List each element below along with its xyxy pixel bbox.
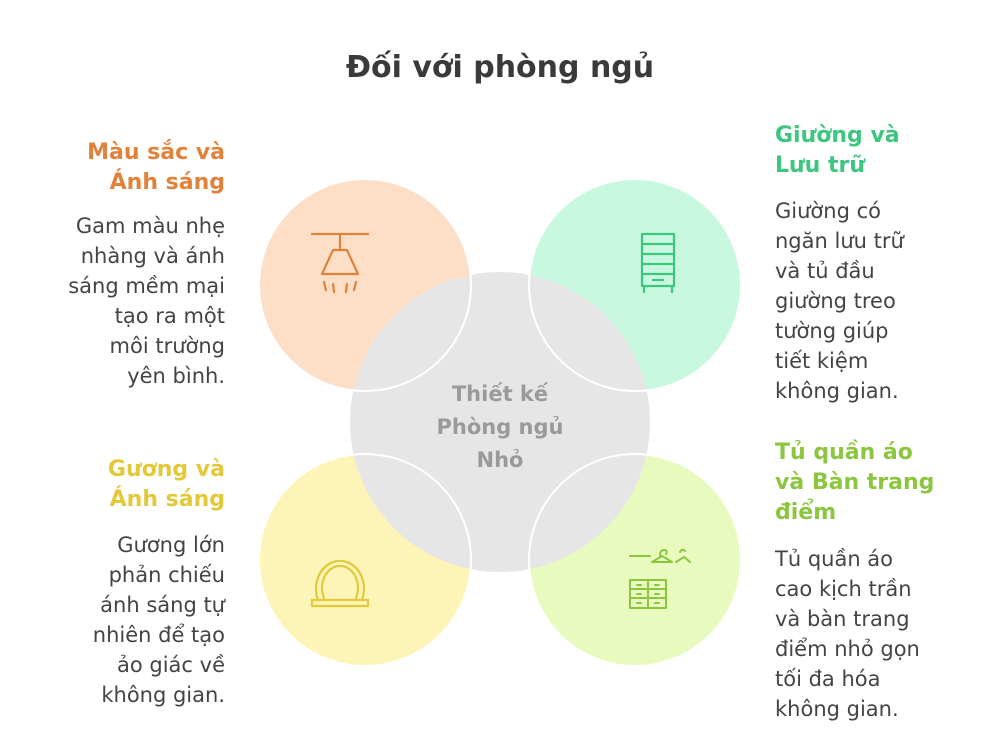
center-circle <box>350 272 650 572</box>
heading-wardrobe-dresser: Tủ quần áo và Bàn trang điểm <box>775 440 935 525</box>
wardrobe-dresser-icon <box>629 548 691 609</box>
circle-outline <box>528 178 742 392</box>
text-colors-lighting: Gam màu nhẹ nhàng và ánh sáng mềm mại tạ… <box>68 214 225 388</box>
heading-colors-lighting: Màu sắc và Ánh sáng <box>87 140 225 195</box>
circle-outline <box>258 453 472 667</box>
text-mirror-lighting: Gương lớn phản chiếu ánh sáng tự nhiên đ… <box>92 533 225 707</box>
center-label: Thiết kế Phòng ngủ Nhỏ <box>436 382 564 472</box>
ceiling-lamp-icon <box>310 232 370 294</box>
heading-mirror-lighting: Gương và Ánh sáng <box>107 457 225 512</box>
text-bed-storage: Giường có ngăn lưu trữ và tủ đầu giường … <box>775 199 904 403</box>
circle-outline <box>528 453 742 667</box>
text-wardrobe-dresser: Tủ quần áo cao kịch trần và bàn trang đi… <box>775 547 920 721</box>
mirror-icon <box>310 559 370 608</box>
heading-bed-storage: Giường và Lưu trữ <box>775 123 900 178</box>
circle-outline <box>258 178 472 392</box>
storage-cabinet-icon <box>640 232 676 294</box>
diagram-title: Đối với phòng ngủ <box>345 50 655 85</box>
